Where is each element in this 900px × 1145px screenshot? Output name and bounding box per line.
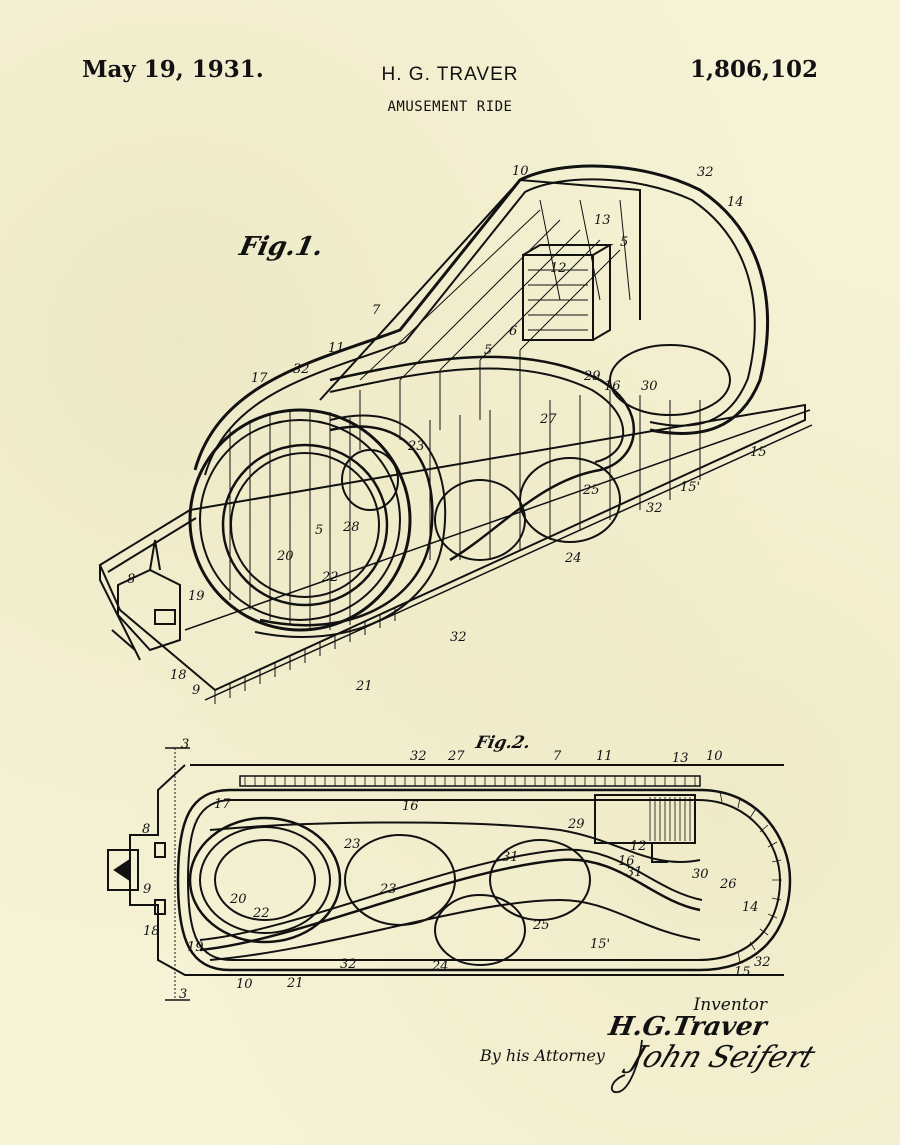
fig2-label: Fig.2.: [473, 733, 533, 753]
fig1-ref: 14: [727, 195, 744, 210]
fig2-ref: 23: [380, 882, 397, 897]
fig2-ref: 24: [432, 959, 449, 974]
fig2-ref: 3: [179, 987, 188, 1002]
fig1-ref: 32: [450, 630, 467, 645]
attorney-signature: John Seifert: [625, 1040, 820, 1075]
fig1-ref: 12: [550, 261, 567, 276]
fig2-ref: 23: [344, 837, 361, 852]
fig1-ref: 28: [343, 520, 360, 535]
patent-date: May 19, 1931.: [82, 56, 264, 83]
fig2-ref: 32: [754, 955, 771, 970]
fig2-ref: 14: [742, 900, 759, 915]
fig2-ref: 19: [187, 940, 204, 955]
fig1-ref: 18: [170, 668, 187, 683]
fig2-ref: 12: [630, 839, 647, 854]
patent-number: 1,806,102: [689, 56, 818, 83]
fig2-ref: 21: [287, 976, 304, 991]
fig1-ref: 15': [680, 480, 701, 495]
fig2-ref: 20: [230, 892, 247, 907]
fig1-ref: 17: [251, 371, 268, 386]
fig1-label: Fig.1.: [236, 232, 326, 262]
fig1-ref: 13: [594, 213, 611, 228]
fig2-ref: 25: [533, 918, 550, 933]
fig1-ref: 9: [192, 683, 201, 698]
fig1-ref: 7: [372, 303, 381, 318]
fig2-ref: 31: [502, 850, 519, 865]
fig1-ref: 24: [565, 551, 582, 566]
fig1-ref: 16: [604, 379, 621, 394]
fig2-ref: 26: [720, 877, 737, 892]
fig1-ref: 27: [540, 412, 557, 427]
fig2-ref: 18: [143, 924, 160, 939]
fig2-ref: 32: [410, 749, 427, 764]
fig2-ref: 17: [214, 797, 231, 812]
fig2-ref: 27: [448, 749, 465, 764]
fig2-ref: 3: [181, 737, 190, 752]
fig2-ref: 10: [236, 977, 253, 992]
fig2-ref: 16: [402, 799, 419, 814]
fig2-ref: 30: [692, 867, 709, 882]
signature-flourish: [610, 1039, 643, 1093]
fig2-ref: 32: [340, 957, 357, 972]
inventor-signature: H.G.Traver: [606, 1012, 769, 1042]
fig2-ref: 15: [734, 965, 751, 980]
fig1-drawing: [98, 164, 813, 704]
fig1-ref: 8: [127, 572, 136, 587]
fig1-ref: 23: [408, 439, 425, 454]
fig1-ref: 30: [641, 379, 658, 394]
fig2-ref: 15': [590, 937, 611, 952]
fig2-ref: 22: [253, 906, 270, 921]
fig1-ref: 5: [315, 523, 324, 538]
fig1-ref: 32: [646, 501, 663, 516]
fig1-ref: 20: [277, 549, 294, 564]
fig2-ref: 11: [596, 749, 613, 764]
fig1-ref: 32: [293, 362, 310, 377]
fig1-ref: 15: [750, 445, 767, 460]
fig2-ref: 9: [143, 882, 152, 897]
fig2-ref: 8: [142, 822, 151, 837]
inventor-label: Inventor: [693, 995, 767, 1015]
fig1-ref: 5: [484, 343, 493, 358]
fig2-ref: 16: [618, 854, 635, 869]
fig1-ref: 29: [584, 369, 601, 384]
fig2-drawing: [107, 747, 792, 1001]
inventor-heading: H. G. TRAVER: [381, 64, 519, 85]
attorney-label: By his Attorney: [480, 1046, 605, 1065]
fig1-ref: 21: [356, 679, 373, 694]
fig1-ref: 25: [583, 483, 600, 498]
fig1-ref: 11: [328, 341, 345, 356]
fig1-ref: 32: [697, 165, 714, 180]
fig2-ref: 31: [626, 865, 643, 880]
fig1-ref: 22: [322, 570, 339, 585]
fig1-ref: 5: [620, 235, 629, 250]
fig2-ref: 10: [706, 749, 723, 764]
fig1-ref: 6: [509, 324, 518, 339]
fig1-ref: 19: [188, 589, 205, 604]
patent-title: AMUSEMENT RIDE: [387, 99, 513, 115]
fig2-ref: 7: [553, 749, 562, 764]
fig2-ref: 29: [568, 817, 585, 832]
fig1-ref: 10: [512, 164, 529, 179]
fig2-ref: 13: [672, 751, 689, 766]
